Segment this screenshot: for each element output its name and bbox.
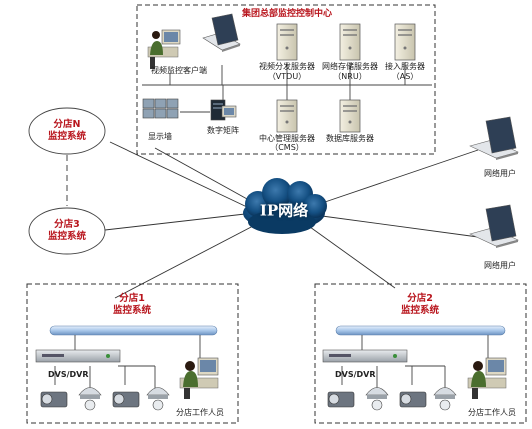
- digital-matrix-icon: [210, 99, 237, 121]
- branch-3-subtitle: 监控系统: [47, 231, 87, 242]
- branch-n-subtitle: 监控系统: [47, 131, 87, 142]
- branch-1-dvs-label: DVS/DVR: [48, 370, 89, 379]
- cms-tag: （CMS）: [270, 143, 304, 152]
- nru-server-icon: [339, 23, 361, 61]
- matrix-label: 数字矩阵: [207, 126, 239, 135]
- box-camera-icon: [112, 391, 140, 408]
- branch-1-staff-label: 分店工作人员: [176, 408, 224, 417]
- as-label: 接入服务器: [385, 62, 425, 71]
- link-hq-cloud: [154, 147, 259, 206]
- branch-n-oval: [28, 107, 106, 155]
- db-label: 数据库服务器: [326, 134, 374, 143]
- link-branch-n-cloud: [109, 141, 248, 208]
- hq-title: 集团总部监控控制中心: [241, 9, 333, 19]
- link-branch-1-cloud: [114, 224, 256, 299]
- branch-2-network-bar: [335, 325, 506, 336]
- vtdu-server-icon: [276, 23, 298, 61]
- branch-1-box: [26, 283, 239, 424]
- ip-network-label: IP网络: [259, 201, 309, 220]
- network-user-laptop-icon: [469, 116, 519, 160]
- link-user1-cloud: [321, 149, 479, 204]
- branch-3-oval: [28, 207, 106, 255]
- dome-camera-icon: [433, 387, 457, 411]
- branch-2-subtitle: 监控系统: [400, 305, 440, 316]
- branch-1-name: 分店1: [119, 293, 145, 304]
- vtdu-tag: （VTDU）: [267, 72, 307, 81]
- branch-staff-workstation-icon: [179, 357, 219, 399]
- nru-label: 网络存储服务器: [322, 62, 378, 71]
- video-client-workstation: [147, 29, 181, 69]
- branch-2-name: 分店2: [407, 293, 433, 304]
- branch-2-box: [314, 283, 527, 424]
- as-server-icon: [394, 23, 416, 61]
- network-user-laptop-icon: [469, 204, 519, 248]
- dome-camera-icon: [365, 387, 389, 411]
- box-camera-icon: [327, 391, 355, 408]
- link-user2-cloud: [321, 215, 479, 238]
- link-branch-2-cloud: [309, 226, 396, 289]
- hq-box: [136, 4, 436, 155]
- branch-1-subtitle: 监控系统: [112, 305, 152, 316]
- dome-camera-icon: [78, 387, 102, 411]
- video-client-label: 视频监控客户端: [151, 66, 207, 75]
- branch-3-name: 分店3: [54, 219, 80, 230]
- dome-camera-icon: [146, 387, 170, 411]
- nru-tag: （NRU）: [333, 72, 367, 81]
- hq-bus: [142, 62, 432, 113]
- database-server-icon: [339, 99, 361, 133]
- dvs-dvr-device-icon: [322, 349, 408, 363]
- branch-staff-workstation-icon: [467, 357, 507, 399]
- video-wall-label: 显示墙: [148, 132, 172, 141]
- cms-server-icon: [276, 99, 298, 133]
- network-user-label: 网络用户: [484, 169, 516, 178]
- branch-3-label: 分店3 监控系统: [48, 219, 86, 243]
- network-user-label: 网络用户: [484, 261, 516, 270]
- box-camera-icon: [40, 391, 68, 408]
- laptop-icon: [202, 13, 241, 52]
- box-camera-icon: [399, 391, 427, 408]
- branch-n-name: 分店N: [53, 119, 81, 130]
- branch-2-dvs-label: DVS/DVR: [335, 370, 376, 379]
- branch-1-wiring: [54, 335, 201, 388]
- ip-network-cloud-icon: [243, 178, 327, 234]
- branch-2-staff-label: 分店工作人员: [468, 408, 516, 417]
- branch-1-network-bar: [49, 325, 218, 336]
- vtdu-label: 视频分发服务器: [259, 62, 315, 71]
- dvs-dvr-device-icon: [35, 349, 121, 363]
- link-branch-3-cloud: [104, 213, 246, 231]
- connection-lines: [104, 141, 479, 299]
- branch-2-wiring: [341, 335, 489, 388]
- branch-n-label: 分店N 监控系统: [48, 119, 86, 143]
- cms-label: 中心管理服务器: [259, 134, 315, 143]
- as-tag: （AS）: [391, 72, 419, 81]
- video-wall-icon: [142, 98, 179, 119]
